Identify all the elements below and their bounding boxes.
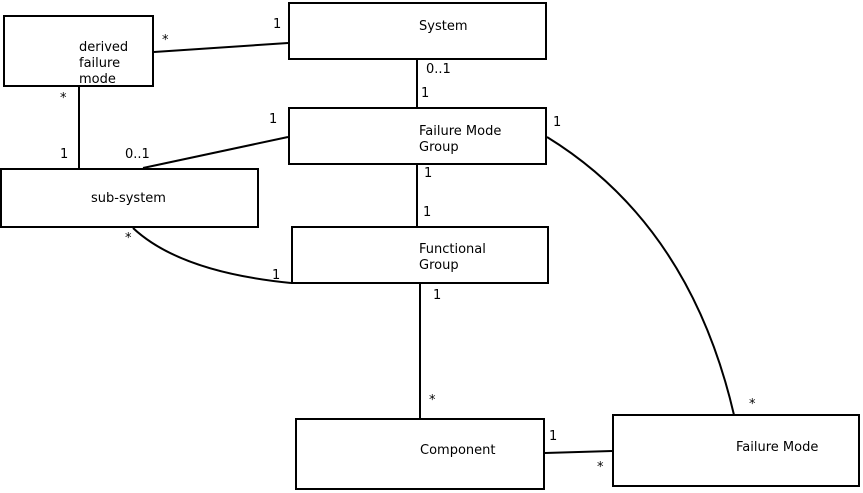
class-box-derived-failure-mode: derived failure mode <box>3 15 154 87</box>
class-label-sub-system: sub-system <box>91 191 166 206</box>
mult-dfm-subsystem-source: * <box>60 91 67 106</box>
mult-fmg-fm-source: 1 <box>553 115 562 130</box>
edge-sub-system-functional-group <box>132 227 292 284</box>
mult-component-fm-source: 1 <box>549 429 558 444</box>
class-box-failure-mode-group: Failure Mode Group <box>288 107 547 165</box>
mult-component-fm-target: * <box>597 460 604 475</box>
class-label-derived-failure-mode: derived failure mode <box>79 40 129 87</box>
mult-fg-component-source: 1 <box>433 288 442 303</box>
class-box-sub-system: sub-system <box>0 168 259 228</box>
class-box-functional-group: Functional Group <box>291 226 549 284</box>
mult-fmg-fg-target: 1 <box>423 205 432 220</box>
class-box-system: System <box>288 2 547 60</box>
edge-failure-mode-group-sub-system <box>142 136 289 169</box>
class-label-failure-mode: Failure Mode <box>736 440 819 455</box>
mult-fg-component-target: * <box>429 393 436 408</box>
mult-fmg-fm-target: * <box>749 397 756 412</box>
class-label-component: Component <box>420 443 496 458</box>
class-label-failure-mode-group: Failure Mode Group <box>419 124 502 155</box>
class-label-functional-group: Functional Group <box>419 242 486 273</box>
edge-component-failure-mode <box>544 450 613 454</box>
edge-failure-mode-group-failure-mode <box>546 136 735 416</box>
mult-dfm-system-target: 1 <box>273 17 282 32</box>
mult-fmg-fg-source: 1 <box>424 166 433 181</box>
class-box-failure-mode: Failure Mode <box>612 414 860 487</box>
mult-dfm-subsystem-target: 1 <box>60 147 69 162</box>
mult-subsystem-fg-source: * <box>125 231 132 246</box>
mult-dfm-system-source: * <box>162 33 169 48</box>
mult-fmg-subsystem-source: 1 <box>269 112 278 127</box>
mult-system-fmg-target: 1 <box>421 86 430 101</box>
class-box-component: Component <box>295 418 545 490</box>
mult-subsystem-fg-target: 1 <box>272 268 281 283</box>
mult-system-fmg-source: 0..1 <box>426 62 451 77</box>
edge-derived-failure-mode-system <box>153 42 289 53</box>
mult-fmg-subsystem-target: 0..1 <box>125 147 150 162</box>
class-label-system: System <box>419 19 468 34</box>
